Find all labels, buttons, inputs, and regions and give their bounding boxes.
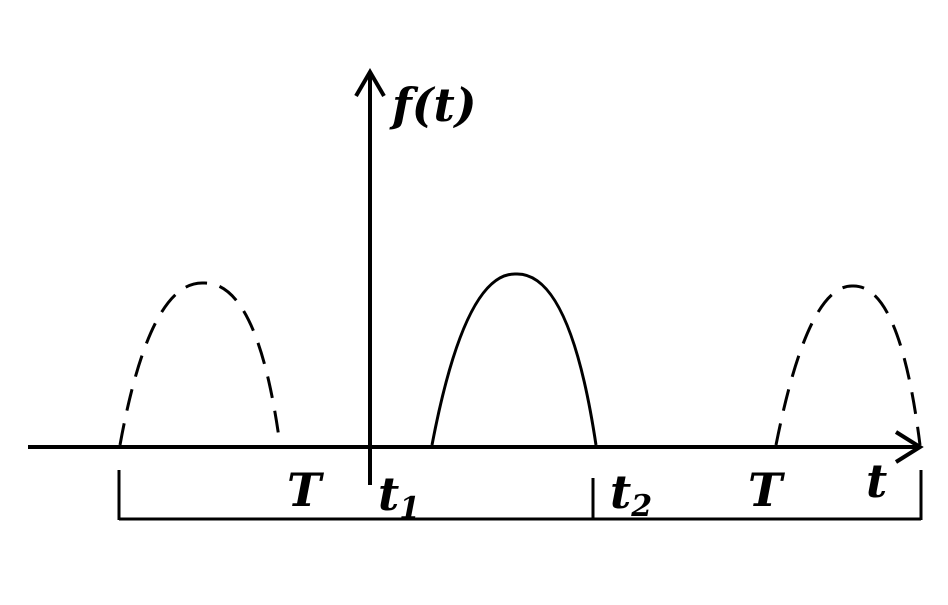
- t1-label-subscript: 1: [399, 491, 420, 526]
- pulse-left-dashed: [118, 281, 282, 446]
- period-label-left: T: [287, 463, 325, 517]
- t2-label: t2: [610, 465, 652, 524]
- period-label-right: T: [748, 463, 786, 517]
- t-axis-arrowhead: [894, 430, 924, 464]
- t2-label-subscript: 2: [630, 489, 652, 524]
- pulse-center-solid: [430, 272, 598, 446]
- t1-label-base: t: [378, 467, 399, 521]
- t2-label-base: t: [610, 465, 631, 519]
- x-axis-label: t: [866, 454, 887, 508]
- f-axis-arrowhead: [354, 68, 386, 98]
- t1-label: t1: [378, 467, 420, 526]
- y-axis-label: f(t): [389, 78, 477, 132]
- pulse-right-dashed: [774, 284, 922, 446]
